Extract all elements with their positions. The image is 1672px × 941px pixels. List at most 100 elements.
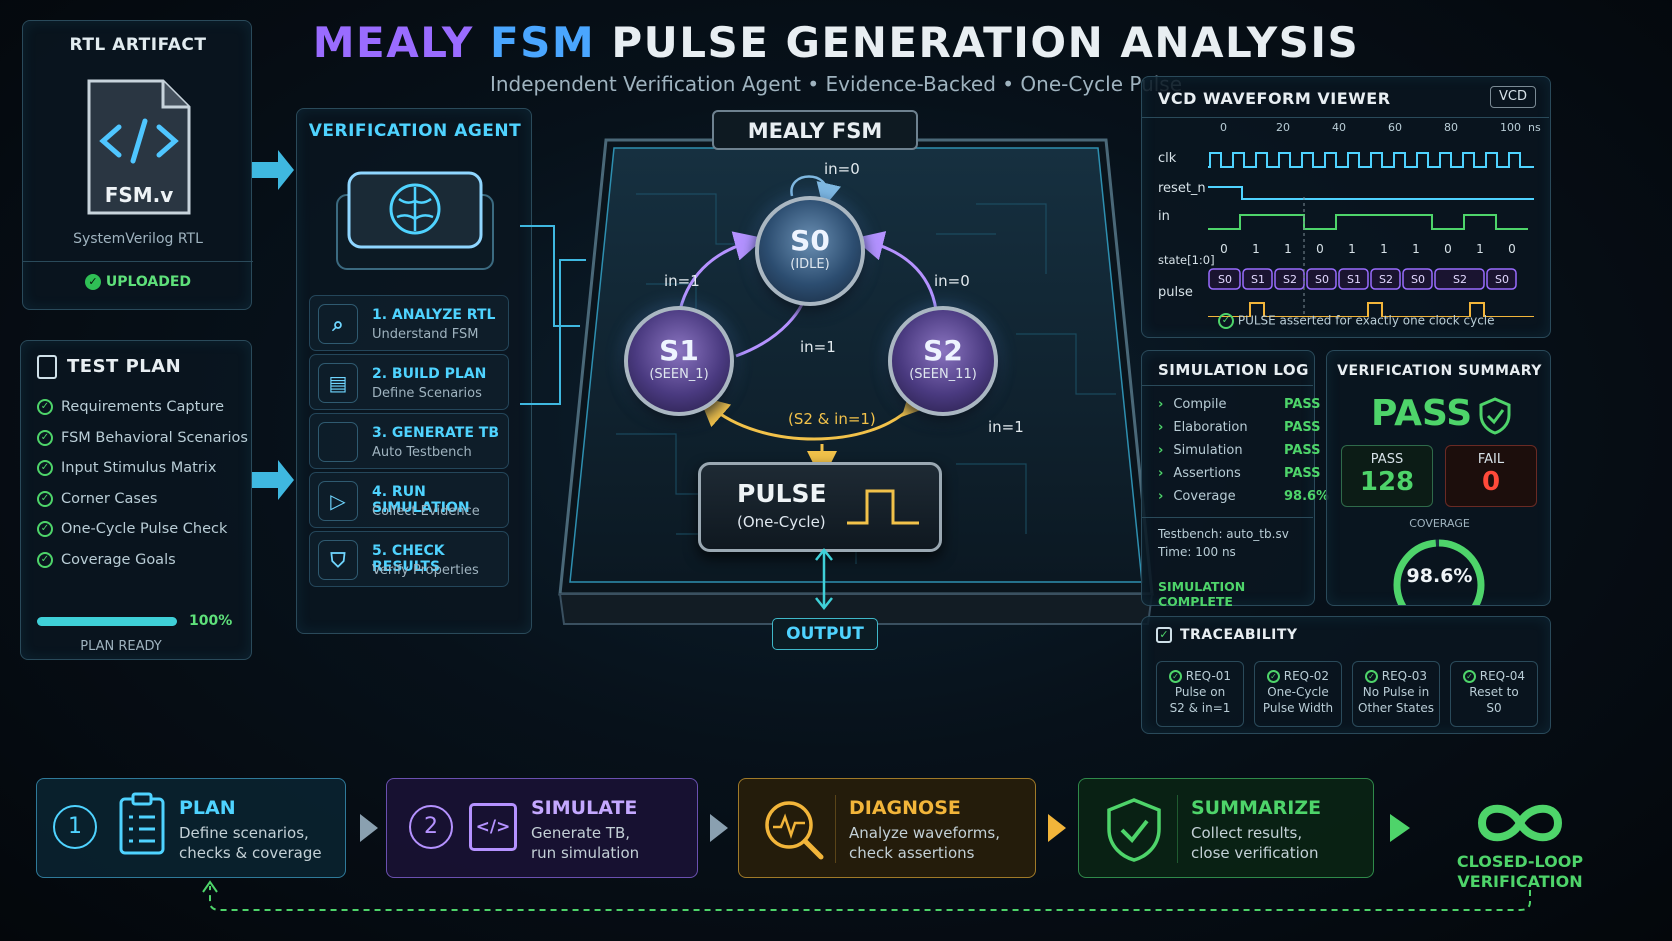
test-plan-item: ✓ Coverage Goals [37, 551, 176, 568]
agent-title: VERIFICATION AGENT [308, 121, 522, 141]
play-icon: ▷ [318, 481, 358, 521]
flow-desc: Generate TB, [531, 824, 631, 842]
requirement-id-text: REQ-01 [1185, 669, 1232, 683]
check-icon: ✓ [1266, 670, 1280, 683]
verification-summary-panel: VERIFICATION SUMMARY PASS PASS 128 FAIL … [1326, 350, 1551, 606]
flow-desc: Analyze waveforms, [849, 824, 1000, 842]
step-number-2: 2 [409, 805, 453, 849]
output-label-box: OUTPUT [772, 618, 878, 650]
file-name: FSM.v [104, 183, 174, 207]
test-plan-item-label: FSM Behavioral Scenarios [61, 429, 248, 446]
in-value: 1 [1348, 242, 1356, 256]
left-connector-arrows [252, 150, 294, 500]
flow-title: DIAGNOSE [849, 797, 961, 819]
coverage-label: COVERAGE [1409, 517, 1470, 530]
output-label: OUTPUT [786, 624, 864, 644]
agent-step-label: 2. BUILD PLAN [372, 366, 487, 382]
log-value: PASS [1284, 397, 1321, 412]
in-value: 1 [1252, 242, 1260, 256]
time-unit: ns [1528, 121, 1541, 134]
log-step: Compile [1173, 397, 1227, 412]
state-value: S2 [1379, 273, 1393, 286]
in-value: 0 [1220, 242, 1228, 256]
check-icon: ✓ [37, 521, 53, 537]
requirement-id-text: REQ-03 [1381, 669, 1428, 683]
fail-count: 0 [1481, 467, 1501, 497]
time-tick: 60 [1388, 121, 1402, 134]
signal-label: state[1:0] [1158, 253, 1215, 267]
flow-divider [835, 795, 836, 863]
test-plan-item-label: Coverage Goals [61, 551, 176, 568]
state-segment [1486, 268, 1517, 290]
requirement-id: ✓ REQ-03 [1353, 668, 1439, 684]
check-icon: ✓ [37, 551, 53, 568]
code-file-icon[interactable]: FSM.v [85, 77, 193, 217]
feedback-loop-line [202, 880, 1531, 911]
agent-step-sub: Understand FSM [372, 327, 479, 342]
test-plan-item: ✓Corner Cases [37, 490, 158, 507]
closed-loop-line: VERIFICATION [1457, 872, 1583, 891]
state-s0[interactable]: S0 (IDLE) [755, 196, 865, 306]
pulse-subtitle: (One-Cycle) [737, 513, 826, 531]
state-s1[interactable]: S1 (SEEN_1) [624, 306, 734, 416]
flow-desc: Define scenarios, [179, 824, 309, 842]
signal-label: in [1158, 209, 1170, 224]
requirement-text: Pulse Width [1262, 701, 1334, 715]
in-value: 0 [1316, 242, 1324, 256]
clk-trace [1208, 152, 1534, 168]
state-value: S0 [1495, 273, 1509, 286]
flow-step-plan[interactable]: 1 PLAN Define scenarios, checks & covera… [36, 778, 346, 878]
state-s2[interactable]: S2 (SEEN_11) [888, 306, 998, 416]
state-segment [1208, 268, 1241, 290]
flow-step-diagnose[interactable]: DIAGNOSE Analyze waveforms, check assert… [738, 778, 1036, 878]
transition-label: in=1 [988, 418, 1024, 436]
check-icon: ✓ [37, 429, 53, 446]
time-tick: 0 [1220, 121, 1227, 134]
requirement-text: S2 & in=1 [1169, 701, 1231, 715]
flow-desc: check assertions [849, 844, 975, 862]
time-tick: 40 [1332, 121, 1346, 134]
state-segment [1338, 268, 1369, 290]
transition-label: in=0 [824, 160, 860, 178]
page-subtitle: Independent Verification Agent • Evidenc… [489, 72, 1183, 96]
state-value: S2 [1283, 273, 1297, 286]
test-plan-item-label: One-Cycle Pulse Check [61, 521, 228, 537]
state-value: S1 [1347, 273, 1361, 286]
agent-board-connectors [520, 225, 586, 405]
state-segment [1402, 268, 1433, 290]
shield-check-icon [1107, 798, 1161, 862]
step-number-1: 1 [53, 805, 97, 849]
plan-status: PLAN READY [80, 639, 162, 654]
closed-loop-label: CLOSED-LOOP VERIFICATION [1440, 852, 1600, 892]
flow-step-simulate[interactable]: 2 </> SIMULATE Generate TB, run simulati… [386, 778, 698, 878]
in-value: 1 [1412, 242, 1420, 256]
test-plan-item-label: Corner Cases [61, 490, 158, 507]
file-type: SystemVerilog RTL [73, 231, 203, 247]
shield-check-icon [1479, 397, 1511, 435]
state-segment [1434, 268, 1485, 290]
in-value: 0 [1444, 242, 1452, 256]
flow-step-summarize[interactable]: SUMMARIZE Collect results, close verific… [1078, 778, 1374, 878]
page-title: MEALY FSM PULSE GENERATION ANALYSIS [312, 18, 1360, 67]
in-trace [1208, 214, 1528, 230]
plan-progress-bar [37, 617, 177, 626]
agent-step-sub: Auto Testbench [372, 445, 472, 460]
requirement-text: Other States [1358, 701, 1434, 715]
transition-label: in=0 [934, 272, 970, 290]
pass-label: PASS [1370, 452, 1404, 467]
